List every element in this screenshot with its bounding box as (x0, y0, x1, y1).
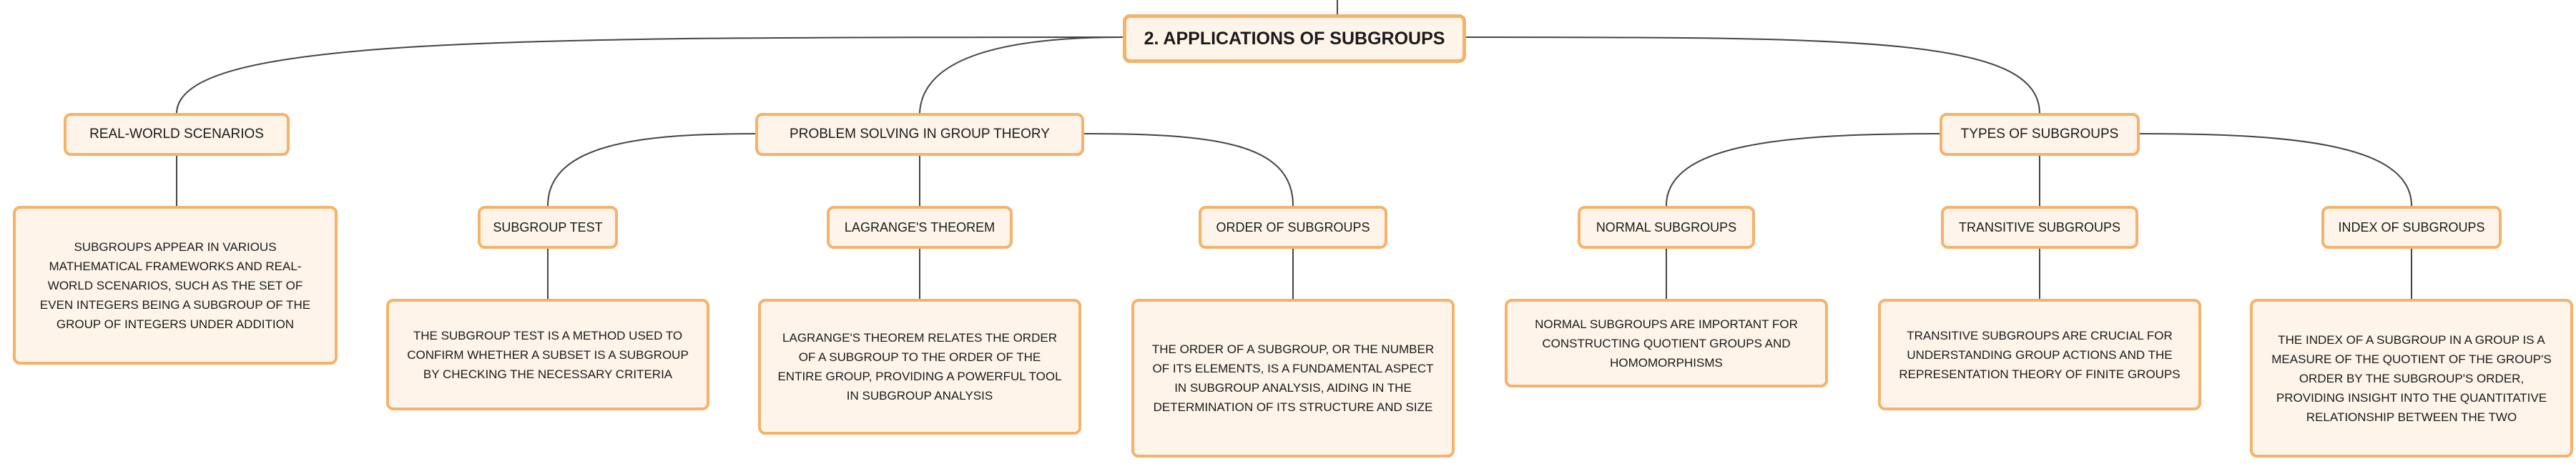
subtopic-title: LAGRANGE'S THEOREM (844, 219, 996, 234)
root-title: 2. APPLICATIONS OF SUBGROUPS (1144, 28, 1445, 49)
topic-title: REAL-WORLD SCENARIOS (89, 127, 264, 142)
subtopic-lagrange-theorem[interactable]: LAGRANGE'S THEOREM (827, 206, 1013, 249)
connector-ps-subgrouptest (547, 133, 756, 207)
description-text: THE ORDER OF A SUBGROUP, OR THE NUMBER O… (1151, 342, 1435, 414)
subtopic-title: SUBGROUP TEST (493, 219, 603, 234)
connector-types-normal (1666, 133, 1940, 207)
subtopic-normal-subgroups[interactable]: NORMAL SUBGROUPS (1578, 206, 1755, 249)
subtopic-index-of-subgroups[interactable]: INDEX OF SUBGROUPS (2321, 206, 2502, 249)
description-text: LAGRANGE'S THEOREM RELATES THE ORDER OF … (777, 331, 1062, 403)
subtopic-subgroup-test[interactable]: SUBGROUP TEST (478, 206, 618, 249)
subtopic-title: TRANSITIVE SUBGROUPS (1958, 219, 2121, 234)
desc-subgroup-test[interactable]: THE SUBGROUP TEST IS A METHOD USED TO CO… (386, 299, 709, 410)
topic-title: TYPES OF SUBGROUPS (1960, 127, 2119, 142)
connector-root-realworld (176, 36, 1124, 114)
description-text: NORMAL SUBGROUPS ARE IMPORTANT FOR CONST… (1535, 317, 1798, 370)
desc-order-of-subgroups[interactable]: THE ORDER OF A SUBGROUP, OR THE NUMBER O… (1131, 299, 1455, 458)
subtopic-order-of-subgroups[interactable]: ORDER OF SUBGROUPS (1199, 206, 1387, 249)
connector-ps-order (1083, 133, 1294, 207)
description-text: THE SUBGROUP TEST IS A METHOD USED TO CO… (407, 328, 689, 381)
subtopic-transitive-subgroups[interactable]: TRANSITIVE SUBGROUPS (1941, 206, 2138, 249)
desc-normal-subgroups[interactable]: NORMAL SUBGROUPS ARE IMPORTANT FOR CONST… (1505, 299, 1828, 387)
topic-real-world-scenarios[interactable]: REAL-WORLD SCENARIOS (64, 113, 290, 156)
desc-index-of-subgroups[interactable]: THE INDEX OF A SUBGROUP IN A GROUP IS A … (2250, 299, 2573, 458)
topic-problem-solving[interactable]: PROBLEM SOLVING IN GROUP THEORY (755, 113, 1084, 156)
description-text: THE INDEX OF A SUBGROUP IN A GROUP IS A … (2271, 332, 2552, 424)
subtopic-title: NORMAL SUBGROUPS (1596, 219, 1737, 234)
subtopic-title: INDEX OF SUBGROUPS (2338, 219, 2485, 234)
desc-transitive-subgroups[interactable]: TRANSITIVE SUBGROUPS ARE CRUCIAL FOR UND… (1878, 299, 2201, 410)
desc-real-world-scenarios[interactable]: SUBGROUPS APPEAR IN VARIOUS MATHEMATICAL… (13, 206, 338, 365)
root-node[interactable]: 2. APPLICATIONS OF SUBGROUPS (1123, 14, 1466, 63)
topic-types-of-subgroups[interactable]: TYPES OF SUBGROUPS (1940, 113, 2140, 156)
subtopic-title: ORDER OF SUBGROUPS (1216, 219, 1370, 234)
topic-title: PROBLEM SOLVING IN GROUP THEORY (790, 127, 1050, 142)
connector-types-index (2139, 133, 2412, 207)
description-text: SUBGROUPS APPEAR IN VARIOUS MATHEMATICAL… (39, 240, 311, 331)
connector-root-types (1465, 36, 2040, 114)
desc-lagrange-theorem[interactable]: LAGRANGE'S THEOREM RELATES THE ORDER OF … (758, 299, 1081, 435)
description-text: TRANSITIVE SUBGROUPS ARE CRUCIAL FOR UND… (1899, 328, 2181, 381)
connector-root-problemsolving (919, 36, 1124, 114)
